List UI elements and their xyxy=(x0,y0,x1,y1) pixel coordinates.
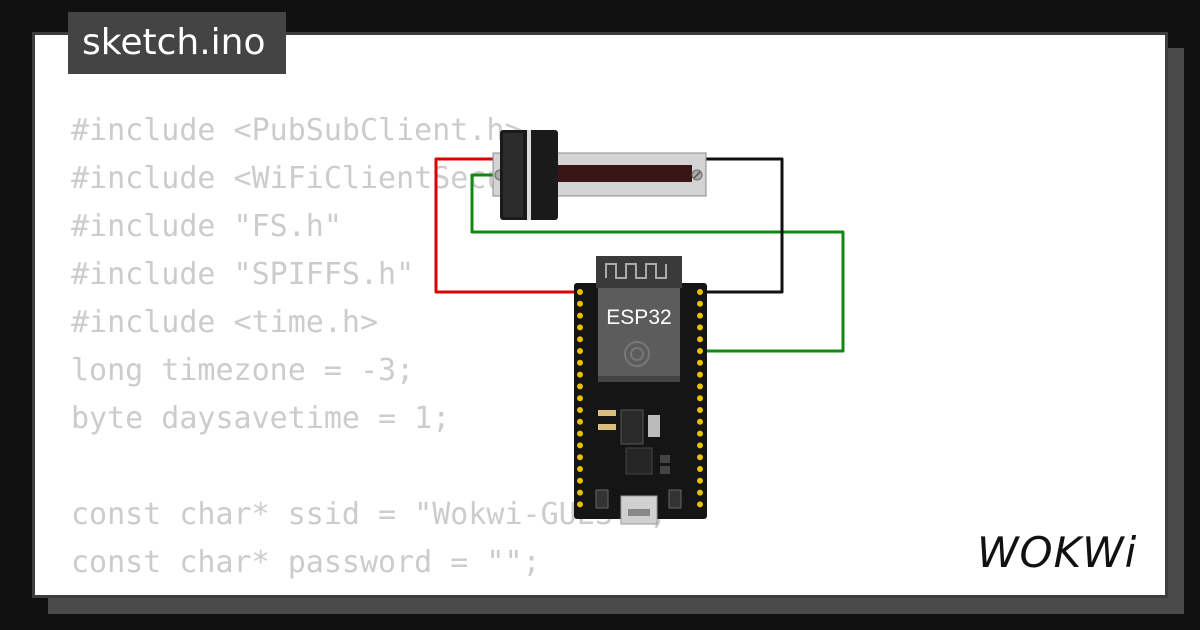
header-pin[interactable] xyxy=(577,466,583,472)
header-pin[interactable] xyxy=(577,312,583,319)
header-pin[interactable] xyxy=(577,359,583,366)
header-pin[interactable] xyxy=(697,489,703,496)
header-pin[interactable] xyxy=(577,501,583,508)
header-pin[interactable] xyxy=(697,359,703,366)
header-pin[interactable] xyxy=(577,348,583,354)
header-pin[interactable] xyxy=(697,371,703,378)
header-pin[interactable] xyxy=(577,489,583,496)
header-pin[interactable] xyxy=(577,418,583,425)
header-pin[interactable] xyxy=(697,477,703,484)
header-pin[interactable] xyxy=(577,324,583,331)
esp32-pins xyxy=(577,289,703,508)
file-tab-label: sketch.ino xyxy=(82,22,266,63)
header-pin[interactable] xyxy=(577,383,583,390)
code-line: #include <PubSubClient.h> xyxy=(71,113,523,148)
esp32-board[interactable]: ESP32 xyxy=(574,256,707,525)
header-pin[interactable] xyxy=(577,407,583,413)
code-line: long timezone = -3; xyxy=(71,353,415,388)
code-line: const char* ssid = "Wokwi-GUEST"; xyxy=(71,497,668,532)
header-pin[interactable] xyxy=(577,289,583,295)
header-pin[interactable] xyxy=(697,454,703,461)
wire-black[interactable] xyxy=(700,157,784,294)
header-pin[interactable] xyxy=(577,300,583,307)
code-line: #include <time.h> xyxy=(71,305,379,340)
header-pin[interactable] xyxy=(697,289,703,295)
header-pin[interactable] xyxy=(697,501,703,508)
esp32-label: ESP32 xyxy=(606,306,671,329)
header-pin[interactable] xyxy=(697,395,703,402)
header-pin[interactable] xyxy=(697,336,703,343)
file-tab[interactable]: sketch.ino xyxy=(68,12,286,74)
wire-green[interactable] xyxy=(470,173,845,353)
header-pin[interactable] xyxy=(697,324,703,331)
header-pin[interactable] xyxy=(697,383,703,390)
header-pin[interactable] xyxy=(577,336,583,343)
code-line: byte daysavetime = 1; xyxy=(71,401,451,436)
slide-potentiometer[interactable] xyxy=(492,130,707,220)
wire-red[interactable] xyxy=(434,157,580,294)
header-pin[interactable] xyxy=(697,348,703,354)
code-line: const char* password = ""; xyxy=(71,545,541,580)
code-preview: #include <PubSubClient.h>#include <WiFiC… xyxy=(71,107,667,587)
code-line: #include "FS.h" xyxy=(71,209,342,244)
header-pin[interactable] xyxy=(577,442,583,449)
wires xyxy=(434,157,845,353)
header-pin[interactable] xyxy=(697,442,703,449)
header-pin[interactable] xyxy=(577,477,583,484)
header-pin[interactable] xyxy=(697,418,703,425)
header-pin[interactable] xyxy=(697,312,703,319)
header-pin[interactable] xyxy=(577,430,583,437)
wokwi-logo: WOKWi xyxy=(977,528,1137,577)
header-pin[interactable] xyxy=(697,300,703,307)
header-pin[interactable] xyxy=(577,454,583,461)
header-pin[interactable] xyxy=(577,395,583,402)
header-pin[interactable] xyxy=(697,430,703,437)
wokwi-wordmark: WOKWi xyxy=(977,528,1137,577)
code-line: #include "SPIFFS.h" xyxy=(71,257,415,292)
header-pin[interactable] xyxy=(697,407,703,413)
header-pin[interactable] xyxy=(697,466,703,472)
header-pin[interactable] xyxy=(577,371,583,378)
